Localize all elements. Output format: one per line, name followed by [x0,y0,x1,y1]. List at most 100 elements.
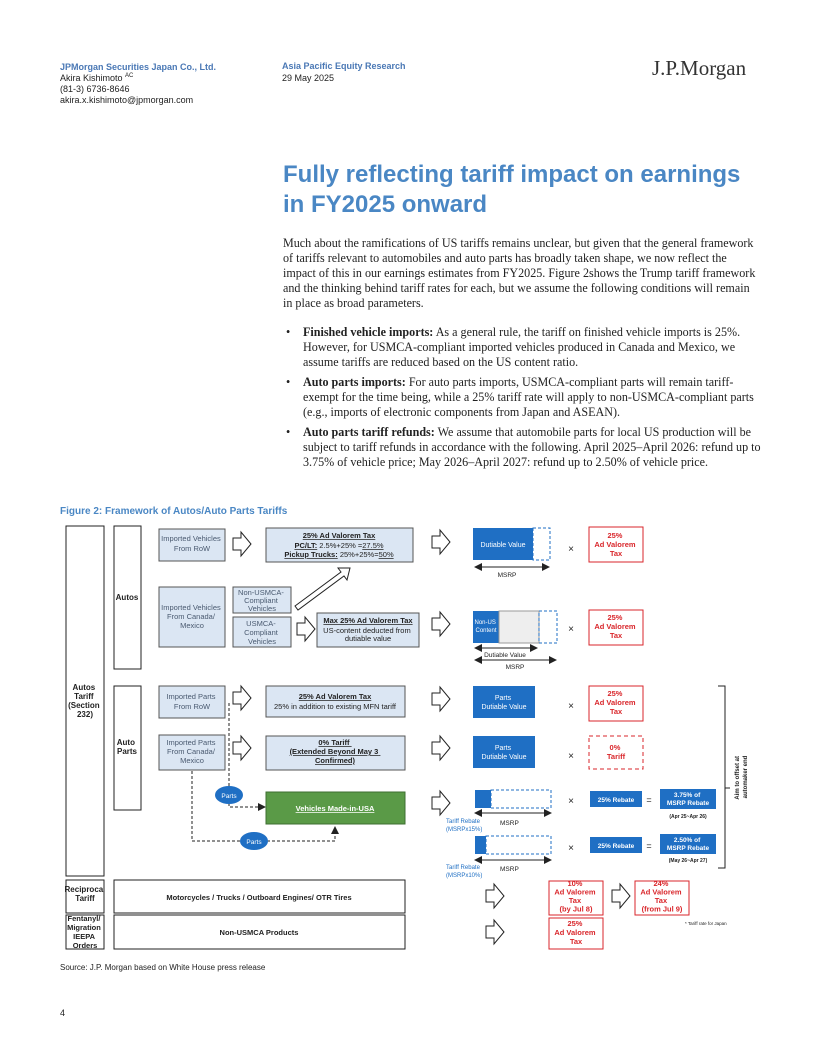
arrow-icon [431,528,451,556]
autos-tariff-column [65,525,105,877]
non-usmca-label: Non-USMCA- Compliant Vehicles [238,588,286,613]
imported-parts-row-box [158,685,226,719]
dutiable-value-bar [473,528,533,560]
arrow-icon [431,789,451,817]
svg-text:24% Ad Valorem Tax: 24% Ad Valorem Tax (from Jul 9) [640,879,683,914]
figure-source: Source: J.P. Morgan based on White House… [60,963,266,972]
zero-tariff-box [265,735,406,771]
svg-text:25% Rebate: 25% Rebate [598,797,635,804]
parts-dutiable-bar-2 [473,736,535,768]
svg-text:=: = [646,795,651,805]
auto-parts-label: Auto Parts [117,738,138,756]
svg-text:Tariff Rebate (MSRPx10%): Tariff Rebate (MSRPx10%) [446,865,482,879]
vehicle-tax-pclt: PC/LT: 2.5%+25% =27.5% [294,541,383,550]
department: Asia Pacific Equity Research [282,61,406,71]
jpmorgan-logo: J.P.Morgan [652,56,747,80]
svg-text:(May 26~Apr 27): (May 26~Apr 27) [669,858,708,864]
svg-text:25% Ad Valorem Tax: 25% Ad Valorem Tax [299,692,372,701]
fentanyl-label: Fentanyl/ Migration IEEPA Orders [67,914,103,950]
arrow-icon [296,615,316,643]
svg-text:×: × [568,843,574,854]
report-date: 29 May 2025 [282,73,335,83]
bullet-auto-parts: Auto parts imports: For auto parts impor… [283,375,763,420]
arrow-icon [611,882,631,910]
autos-tariff-label: Autos Tariff (Section 232) [68,683,102,719]
bullet-finished-vehicles: Finished vehicle imports: As a general r… [283,325,763,370]
svg-text:25% Rebate: 25% Rebate [598,843,635,850]
svg-text:25% Ad Valorem Tax: 25% Ad Valorem Tax [554,919,597,946]
svg-text:25% in addition to existing MF: 25% in addition to existing MFN tariff [274,702,397,711]
tax-25-label: 25% Ad Valorem Tax [594,531,637,558]
assumption-list: Finished vehicle imports: As a general r… [283,325,763,475]
diagonal-arrow-icon [294,567,351,611]
svg-text:0% Tariff: 0% Tariff [607,743,626,761]
arrow-icon [485,882,505,910]
analyst-phone: (81-3) 6736-8646 [60,84,130,94]
article-title: Fully reflecting tariff impact on earnin… [283,161,741,218]
imported-vehicles-canada-label: Imported Vehicles From Canada/ Mexico [161,603,223,630]
imported-vehicles-canada-box [158,586,226,648]
usmca-box [232,616,292,648]
svg-text:Non-USMCA Products: Non-USMCA Products [220,928,299,937]
svg-text:25% Ad Valorem Tax: 25% Ad Valorem Tax [594,613,637,640]
svg-text:Parts Dutiable Value: Parts Dutiable Value [481,745,526,761]
svg-text:×: × [568,701,574,712]
svg-text:MSRP: MSRP [500,820,519,827]
non-us-content-bar [473,611,499,643]
autos-label: Autos [116,593,139,602]
svg-text:3.75% of MSRP Rebate: 3.75% of MSRP Rebate [667,792,710,807]
arrow-icon [485,918,505,946]
svg-text:25% Ad Valorem Tax: 25% Ad Valorem Tax [594,689,637,716]
reciprocal-products-box [113,879,406,914]
reciprocal-tariff-box [65,879,105,914]
svg-text:MSRP: MSRP [506,664,525,671]
dutiable-value-label: Dutiable Value [480,542,525,549]
max-tax-title: Max 25% Ad Valorem Tax [323,616,413,625]
firm-name: JPMorgan Securities Japan Co., Ltd. [60,62,217,72]
svg-text:Tariff Rebate (MSRPx15%): Tariff Rebate (MSRPx15%) [446,819,482,833]
msrp-label: MSRP [498,572,517,579]
fentanyl-box [65,914,105,950]
max-tax-box [316,612,420,648]
svg-text:×: × [568,624,574,635]
arrow-icon [431,685,451,713]
intro-paragraph: Much about the ramifications of US tarif… [283,236,756,310]
svg-text:0% Tariff (Extended Beyo: 0% Tariff (Extended Beyond May 3 Confirm… [290,738,381,765]
aim-offset-label: Aim to offset at automaker end [735,754,749,799]
parts-tag-1 [215,786,243,804]
right-bracket [718,685,726,869]
times-sign: × [568,544,574,555]
svg-text:×: × [568,751,574,762]
us-content-bar [498,610,540,644]
tax-25-box [588,526,644,563]
imported-vehicles-row-box [158,528,226,562]
svg-text:2.50% of MSRP Rebate: 2.50% of MSRP Rebate [667,837,710,852]
tariff-0-box [588,735,644,770]
arrow-icon [232,684,252,712]
svg-text:Parts Dutiable Value: Parts Dutiable Value [481,695,526,711]
max-tax-sub: US-content deducted from dutiable value [323,626,413,643]
non-usmca-box [232,586,292,614]
imported-parts-canada-box [158,734,226,771]
dutiable-value-remainder [532,527,551,561]
svg-text:Motorcycles / Trucks / Outboar: Motorcycles / Trucks / Outboard Engines/… [166,893,351,902]
vehicle-tax-pickup: Pickup Trucks: 25%+25%=50% [284,550,394,559]
svg-text:Parts: Parts [246,839,262,846]
vehicles-made-in-usa-box [265,791,406,825]
svg-text:=: = [646,841,651,851]
svg-text:(Apr 25~Apr 26): (Apr 25~Apr 26) [669,814,707,820]
arrow-icon [431,610,451,638]
vehicle-tax-box [265,527,414,563]
svg-text:Parts: Parts [221,793,237,800]
svg-text:Vehicles Made-in-USA: Vehicles Made-in-USA [296,804,375,813]
bullet-refunds: Auto parts tariff refunds: We assume tha… [283,425,763,470]
tax-25-box [588,609,644,646]
arrow-icon [431,734,451,762]
arrow-icon [232,734,252,762]
reciprocal-tariff-label: Reciproca Tariff [65,885,106,903]
analyst-email[interactable]: akira.x.kishimoto@jpmorgan.com [60,95,194,105]
svg-text:Imported Parts From RoW: Imported Parts From RoW [166,692,217,711]
page-number: 4 [60,1008,66,1018]
figure-title: Figure 2: Framework of Autos/Auto Parts … [60,506,288,517]
